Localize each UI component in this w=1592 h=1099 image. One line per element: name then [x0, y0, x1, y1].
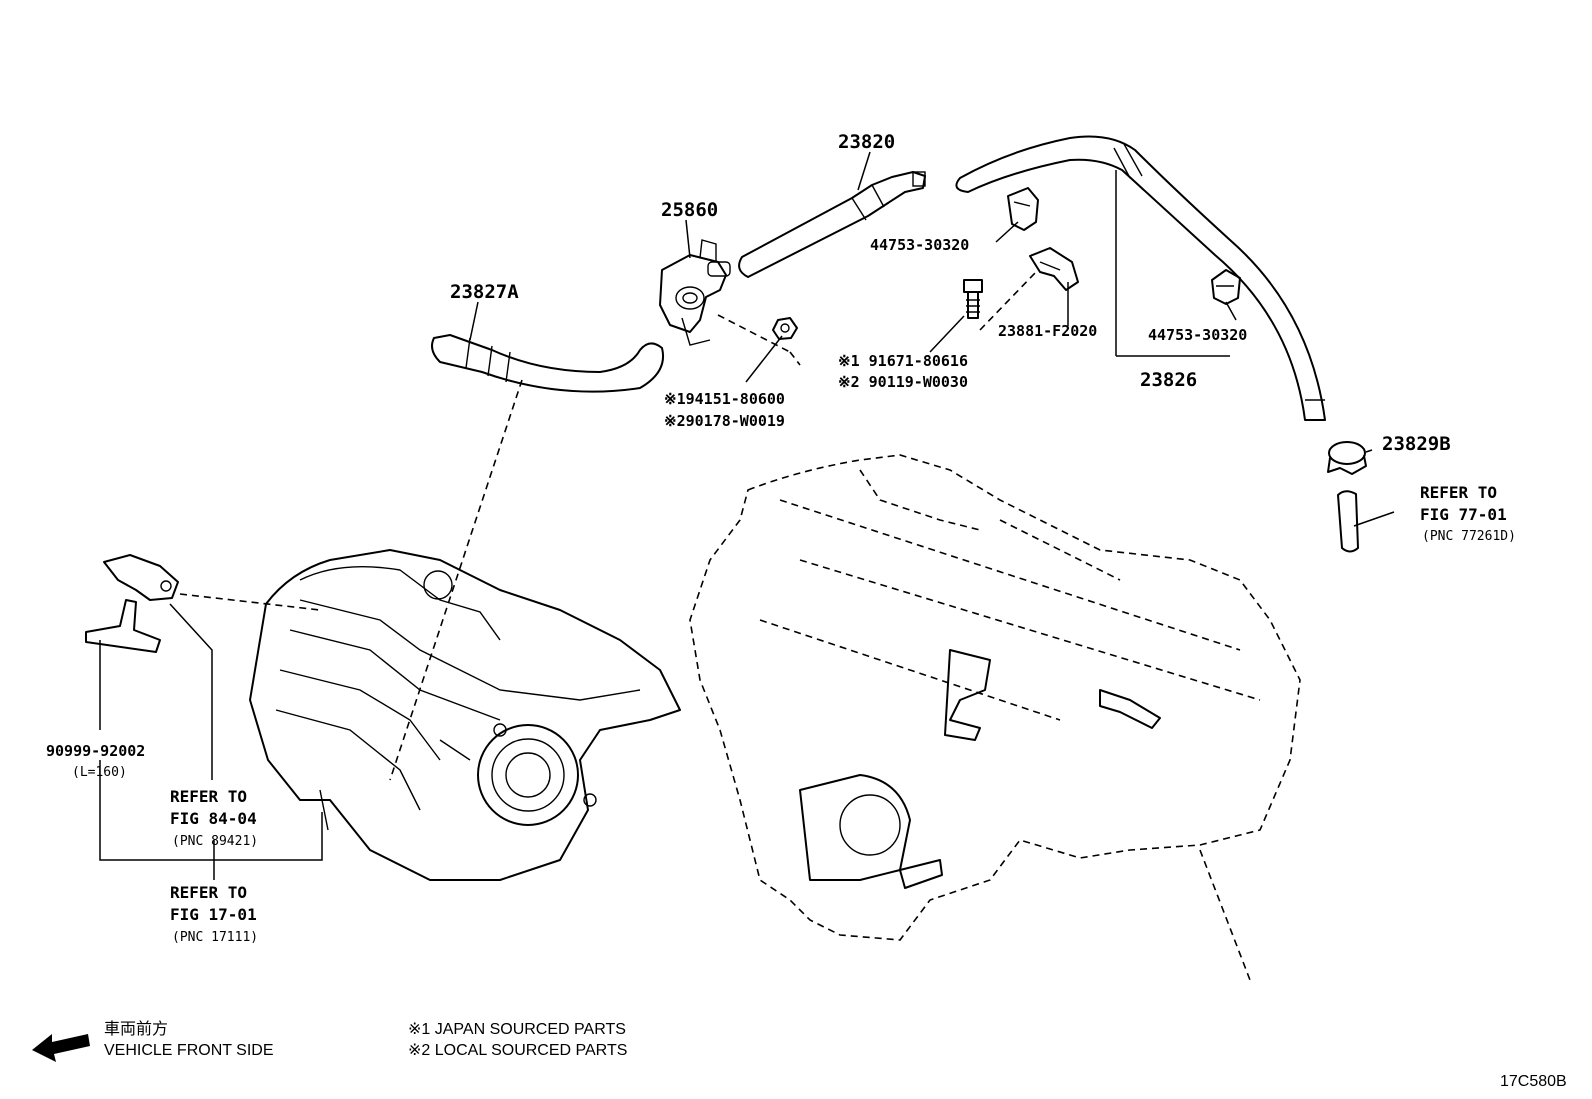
ref-17-line1: REFER TO	[170, 883, 247, 902]
legend-note-2: ※2 LOCAL SOURCED PARTS	[408, 1042, 627, 1059]
hose-23827A[interactable]	[431, 334, 664, 393]
label-90999: 90999-92002	[46, 742, 145, 760]
legend-front-jp: 車両前方	[104, 1020, 168, 1038]
label-23826: 23826	[1140, 369, 1197, 391]
ref-84-line2: FIG 84-04	[170, 809, 257, 828]
bracket-23881[interactable]	[1029, 247, 1079, 291]
ref-17-line2: FIG 17-01	[170, 905, 257, 924]
ref-17-line3: (PNC 17111)	[172, 930, 258, 945]
label-44753-top: 44753-30320	[870, 236, 969, 254]
label-nut-1: ※194151-80600	[664, 390, 785, 408]
hose-23820[interactable]	[738, 171, 926, 278]
clip-44753-top[interactable]	[1007, 187, 1039, 231]
hose-90999[interactable]	[85, 599, 161, 653]
ref-77-line2: FIG 77-01	[1420, 505, 1507, 524]
ref-77-line3: (PNC 77261D)	[1422, 529, 1516, 544]
nut-icon[interactable]	[772, 317, 798, 340]
label-23820: 23820	[838, 131, 895, 153]
front-arrow-icon	[32, 1034, 90, 1062]
label-23829B: 23829B	[1382, 433, 1451, 455]
bolt-icon[interactable]	[963, 279, 983, 319]
ref-77-line1: REFER TO	[1420, 483, 1497, 502]
label-23881: 23881-F2020	[998, 322, 1097, 340]
label-bolt-1: ※1 91671-80616	[838, 352, 968, 370]
figure-code: 17C580B	[1500, 1073, 1567, 1090]
label-nut-2: ※290178-W0019	[664, 412, 785, 430]
hose-ref-77261D	[1337, 490, 1359, 553]
label-44753-right: 44753-30320	[1148, 326, 1247, 344]
valve-25860[interactable]	[659, 239, 731, 346]
label-23827A: 23827A	[450, 281, 519, 303]
clamp-23829B[interactable]	[1327, 441, 1367, 475]
sensor-icon[interactable]	[103, 554, 179, 601]
legend-note-1: ※1 JAPAN SOURCED PARTS	[408, 1021, 626, 1038]
intake-manifold	[249, 549, 681, 881]
clip-44753-right[interactable]	[1211, 269, 1241, 305]
ref-84-line3: (PNC 89421)	[172, 834, 258, 849]
label-25860: 25860	[661, 199, 718, 221]
engine-phantom	[689, 454, 1301, 981]
label-bolt-2: ※2 90119-W0030	[838, 373, 968, 391]
label-90999-length: (L=160)	[72, 765, 127, 780]
legend-front-en: VEHICLE FRONT SIDE	[104, 1042, 274, 1059]
hose-23826[interactable]	[955, 135, 1326, 421]
ref-84-line1: REFER TO	[170, 787, 247, 806]
